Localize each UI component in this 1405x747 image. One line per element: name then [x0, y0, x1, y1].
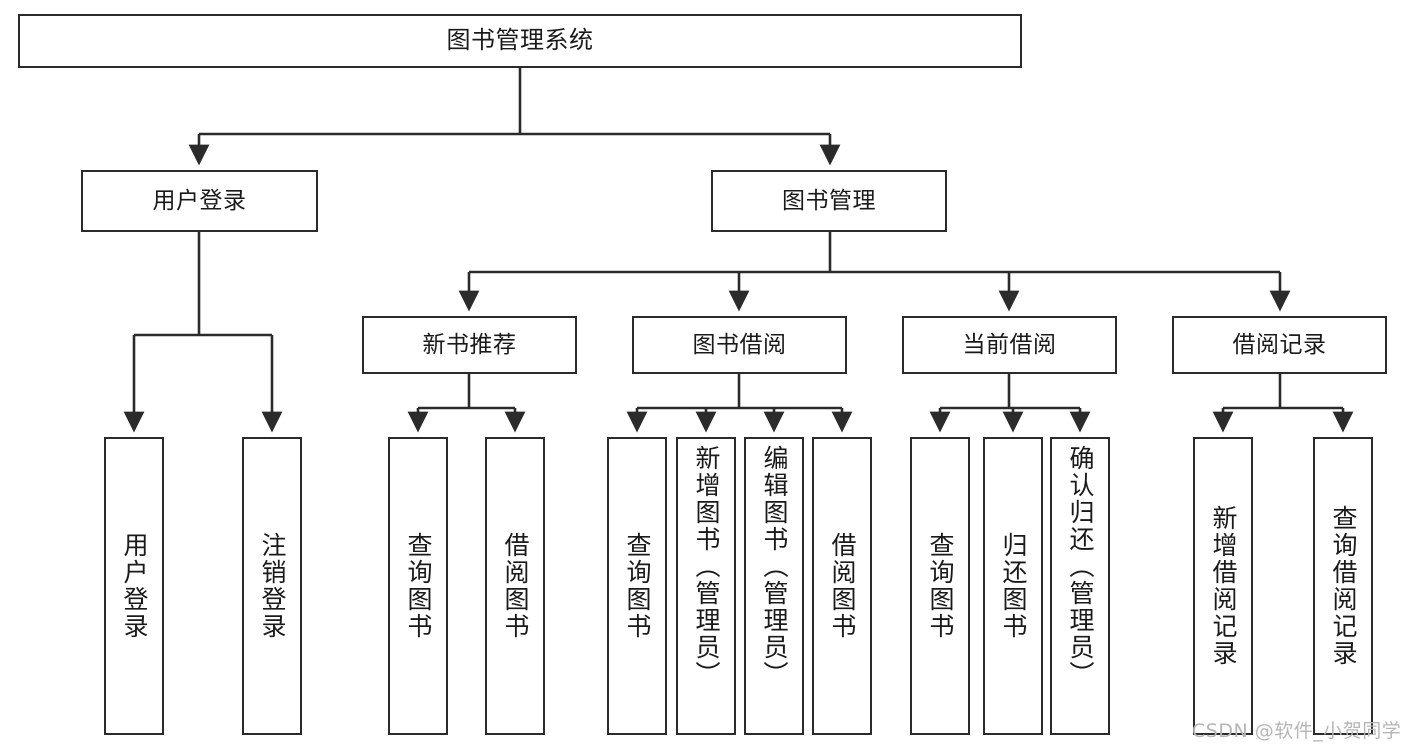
node-book-management-label: 图书管理 — [782, 187, 876, 214]
leaf-confirm-return-admin-label: 确认归还（管理员） — [1066, 445, 1095, 688]
node-root[interactable]: 图书管理系统 — [18, 14, 1022, 68]
leaf-return-book[interactable]: 归还图书 — [983, 437, 1043, 735]
node-new-book-recommend[interactable]: 新书推荐 — [362, 316, 577, 374]
leaf-add-book-admin[interactable]: 新增图书（管理员） — [676, 437, 736, 735]
node-borrow-record[interactable]: 借阅记录 — [1172, 316, 1387, 374]
leaf-search-book-borrow[interactable]: 查询图书 — [607, 437, 667, 735]
leaf-borrow-book-label: 借阅图书 — [828, 532, 857, 640]
leaf-search-book-recommend[interactable]: 查询图书 — [388, 437, 448, 735]
node-current-borrow[interactable]: 当前借阅 — [902, 316, 1117, 374]
watermark: CSDN @软件_小贺同学 — [1192, 720, 1402, 742]
node-new-book-recommend-label: 新书推荐 — [422, 331, 517, 358]
leaf-add-book-admin-label: 新增图书（管理员） — [692, 445, 721, 688]
leaf-search-borrow-record[interactable]: 查询借阅记录 — [1313, 437, 1373, 735]
leaf-search-book-recommend-label: 查询图书 — [404, 532, 433, 640]
leaf-add-borrow-record-label: 新增借阅记录 — [1209, 505, 1238, 667]
leaf-confirm-return-admin[interactable]: 确认归还（管理员） — [1050, 437, 1110, 735]
leaf-add-borrow-record[interactable]: 新增借阅记录 — [1193, 437, 1253, 735]
leaf-logout-label: 注销登录 — [258, 532, 287, 640]
leaf-user-login-label: 用户登录 — [120, 532, 149, 640]
node-book-management[interactable]: 图书管理 — [711, 170, 947, 232]
leaf-borrow-book-recommend-label: 借阅图书 — [501, 532, 530, 640]
leaf-logout[interactable]: 注销登录 — [242, 437, 302, 735]
leaf-borrow-book[interactable]: 借阅图书 — [812, 437, 872, 735]
node-current-borrow-label: 当前借阅 — [962, 331, 1057, 358]
leaf-return-book-label: 归还图书 — [999, 532, 1028, 640]
node-borrow-record-label: 借阅记录 — [1232, 331, 1327, 358]
leaf-user-login[interactable]: 用户登录 — [104, 437, 164, 735]
node-root-label: 图书管理系统 — [446, 26, 594, 55]
node-book-borrow[interactable]: 图书借阅 — [632, 316, 847, 374]
leaf-search-book-current-label: 查询图书 — [926, 532, 955, 640]
leaf-search-borrow-record-label: 查询借阅记录 — [1329, 505, 1358, 667]
leaf-borrow-book-recommend[interactable]: 借阅图书 — [485, 437, 545, 735]
leaf-search-book-borrow-label: 查询图书 — [623, 532, 652, 640]
leaf-search-book-current[interactable]: 查询图书 — [910, 437, 970, 735]
leaf-edit-book-admin-label: 编辑图书（管理员） — [760, 445, 789, 688]
node-book-borrow-label: 图书借阅 — [692, 331, 787, 358]
leaf-edit-book-admin[interactable]: 编辑图书（管理员） — [744, 437, 804, 735]
node-user-login[interactable]: 用户登录 — [81, 170, 318, 232]
node-user-login-label: 用户登录 — [152, 187, 247, 214]
